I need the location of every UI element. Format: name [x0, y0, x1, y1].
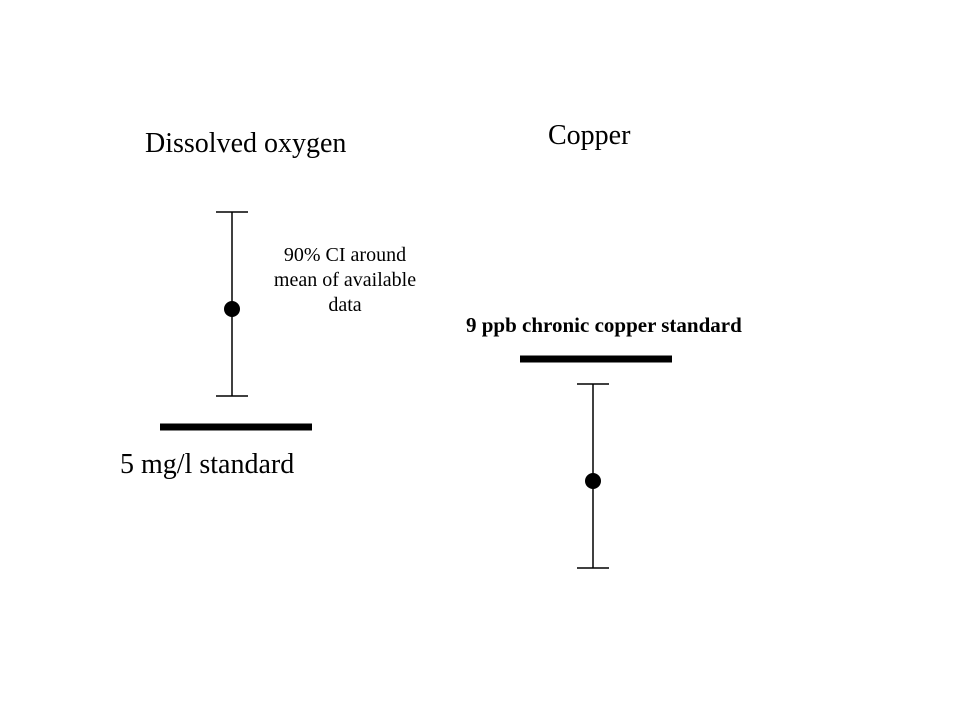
- cu-confidence-interval: [577, 383, 609, 569]
- ci-annotation: 90% CI around mean of available data: [273, 244, 417, 316]
- cu-standard-label: 9 ppb chronic copper standard: [466, 313, 742, 337]
- cu-mean-dot: [585, 473, 601, 489]
- do-mean-dot: [224, 301, 240, 317]
- copper-title: Copper: [548, 120, 631, 151]
- do-confidence-interval: [216, 211, 248, 397]
- dissolved-oxygen-title: Dissolved oxygen: [145, 128, 347, 159]
- do-standard-label: 5 mg/l standard: [120, 449, 295, 480]
